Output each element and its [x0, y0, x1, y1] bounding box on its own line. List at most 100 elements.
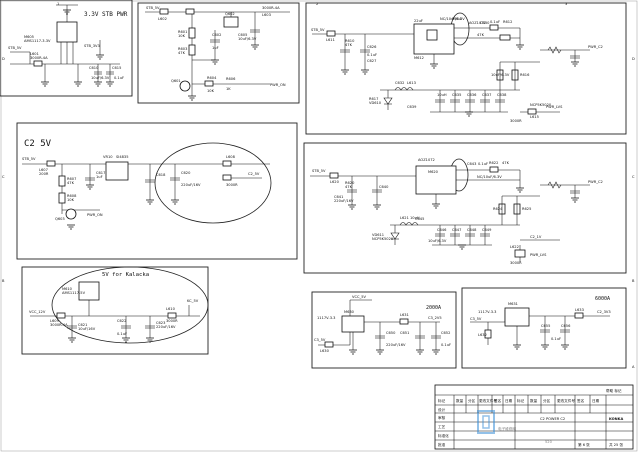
svg-text:更改文件号: 更改文件号 — [479, 398, 497, 403]
svg-text:签名: 签名 — [494, 398, 502, 403]
svg-text:1uF: 1uF — [212, 46, 219, 50]
svg-text:C3_5V: C3_5V — [470, 317, 482, 321]
svg-text:PWR_C2: PWR_C2 — [588, 180, 603, 184]
svg-text:C3_2V5: C3_2V5 — [428, 316, 442, 320]
svg-text:R607: R607 — [67, 177, 76, 181]
svg-text:PWR_LVS: PWR_LVS — [546, 105, 563, 109]
svg-text:R620: R620 — [345, 181, 355, 185]
region-heading: 5V for Kalacka — [102, 272, 149, 278]
svg-text:帮助 标记: 帮助 标记 — [606, 388, 622, 393]
svg-text:L615: L615 — [530, 115, 539, 119]
svg-text:M631: M631 — [508, 302, 518, 306]
svg-text:标准化: 标准化 — [438, 433, 449, 438]
edge-marker: C — [632, 175, 635, 179]
svg-text:M612: M612 — [414, 56, 424, 60]
svg-text:C636: C636 — [467, 93, 477, 97]
svg-text:0.1uF: 0.1uF — [441, 343, 451, 347]
region-heading: C2 5V — [24, 139, 52, 149]
svg-text:C646: C646 — [437, 228, 447, 232]
svg-text:L601: L601 — [30, 52, 39, 56]
svg-text:C3_5V: C3_5V — [314, 338, 326, 342]
svg-text:10K: 10K — [67, 198, 75, 202]
svg-text:日期: 日期 — [505, 398, 513, 403]
svg-text:AMS1117-5V: AMS1117-5V — [62, 291, 86, 295]
svg-text:C626: C626 — [367, 45, 377, 49]
svg-text:R617: R617 — [369, 97, 378, 101]
svg-text:R616: R616 — [520, 73, 530, 77]
svg-text:C2_1V: C2_1V — [530, 235, 542, 239]
svg-text:Q603: Q603 — [55, 217, 65, 221]
svg-text:10uH: 10uH — [437, 93, 447, 97]
svg-text:C639: C639 — [407, 105, 417, 109]
svg-text:10uF/6.3V: 10uF/6.3V — [428, 239, 447, 243]
svg-text:L630: L630 — [320, 349, 330, 353]
svg-text:C630: C630 — [480, 21, 490, 25]
svg-text:1uF: 1uF — [96, 175, 103, 179]
svg-text:AMS1117-3.3V: AMS1117-3.3V — [24, 39, 51, 43]
svg-text:Q601: Q601 — [171, 79, 181, 83]
region-heading: 3.3V STB PWR — [84, 11, 128, 18]
edge-marker: D — [632, 57, 635, 61]
svg-text:审核: 审核 — [438, 415, 446, 420]
region-stby-3v3: 3.3V STB PWR STB_5V M605 AMS1117-3.3V L6… — [0, 0, 133, 97]
edge-marker: 1 — [57, 2, 59, 6]
svg-text:标记: 标记 — [517, 398, 525, 403]
svg-text:C652: C652 — [441, 331, 450, 335]
svg-text:L633: L633 — [575, 308, 584, 312]
region-ldo-1v2: 6000A 1117V-3.3 M631 C3_5V L632 C655 C65… — [461, 287, 627, 369]
svg-text:10uF/6.3V: 10uF/6.3V — [91, 76, 110, 80]
edge-marker: B — [2, 279, 5, 283]
svg-text:C2_3V3: C2_3V3 — [597, 310, 611, 314]
svg-text:L622: L622 — [510, 245, 519, 249]
svg-text:10uH: 10uH — [410, 216, 420, 220]
svg-text:C622: C622 — [117, 319, 126, 323]
edge-marker: 2 — [316, 2, 318, 6]
title-block: 帮助 标记 标记 数量 分区 更改文件号 签名 日期 标记 数量 分区 更改文件… — [434, 384, 634, 450]
edge-marker: A — [632, 365, 635, 369]
svg-text:L610: L610 — [166, 307, 176, 311]
svg-text:C605: C605 — [238, 33, 247, 37]
svg-text:C618: C618 — [156, 173, 166, 177]
svg-text:0.1uF: 0.1uF — [117, 332, 127, 336]
svg-text:C647: C647 — [452, 228, 461, 232]
svg-text:10K: 10K — [178, 34, 186, 38]
svg-text:M620: M620 — [428, 170, 439, 174]
edge-marker: C — [2, 175, 5, 179]
svg-text:分区: 分区 — [468, 398, 476, 403]
svg-text:C617: C617 — [96, 171, 105, 175]
svg-text:签名: 签名 — [577, 398, 585, 403]
svg-text:3000R-4A: 3000R-4A — [50, 323, 68, 327]
svg-text:220uF/16V: 220uF/16V — [386, 343, 406, 347]
svg-text:NCP5K5020: NCP5K5020 — [530, 103, 552, 107]
svg-text:L621: L621 — [400, 216, 409, 220]
svg-text:L613: L613 — [407, 81, 416, 85]
svg-text:47K: 47K — [345, 185, 353, 189]
svg-text:标记: 标记 — [438, 398, 446, 403]
svg-text:200R: 200R — [39, 172, 49, 176]
svg-text:M605: M605 — [24, 35, 34, 39]
svg-text:R610: R610 — [345, 39, 355, 43]
svg-text:NC/10uF/6.3V: NC/10uF/6.3V — [440, 17, 465, 21]
svg-text:NC/10uF/6.3V: NC/10uF/6.3V — [477, 175, 502, 179]
svg-text:AOZ1072: AOZ1072 — [469, 21, 486, 25]
svg-text:0.1uF: 0.1uF — [490, 20, 500, 24]
svg-text:R608: R608 — [67, 194, 77, 198]
svg-text:0.1uF: 0.1uF — [478, 162, 488, 166]
svg-text:0.1uF: 0.1uF — [114, 76, 124, 80]
svg-text:3000R: 3000R — [166, 319, 178, 323]
svg-text:10uF/6.3V: 10uF/6.3V — [491, 73, 510, 77]
region-stby-switch: STB_5V L602 R601 10K R603 47K Q601 C602 … — [137, 2, 300, 104]
svg-text:C627: C627 — [367, 59, 376, 63]
svg-text:1117V-3.3: 1117V-3.3 — [317, 316, 335, 320]
svg-text:AOZ1072: AOZ1072 — [418, 158, 435, 162]
svg-text:数量: 数量 — [456, 398, 464, 403]
svg-text:C620: C620 — [181, 171, 191, 175]
svg-text:VD610: VD610 — [369, 101, 382, 105]
svg-text:R614: R614 — [452, 17, 462, 21]
region-c2-5v: C2 5V STB_5V L607 200R VR10 SI4835 R607 … — [16, 122, 298, 260]
svg-text:C651: C651 — [400, 331, 409, 335]
svg-text:R622: R622 — [489, 161, 498, 165]
svg-text:C641: C641 — [334, 195, 343, 199]
svg-text:0.1uF: 0.1uF — [367, 53, 377, 57]
